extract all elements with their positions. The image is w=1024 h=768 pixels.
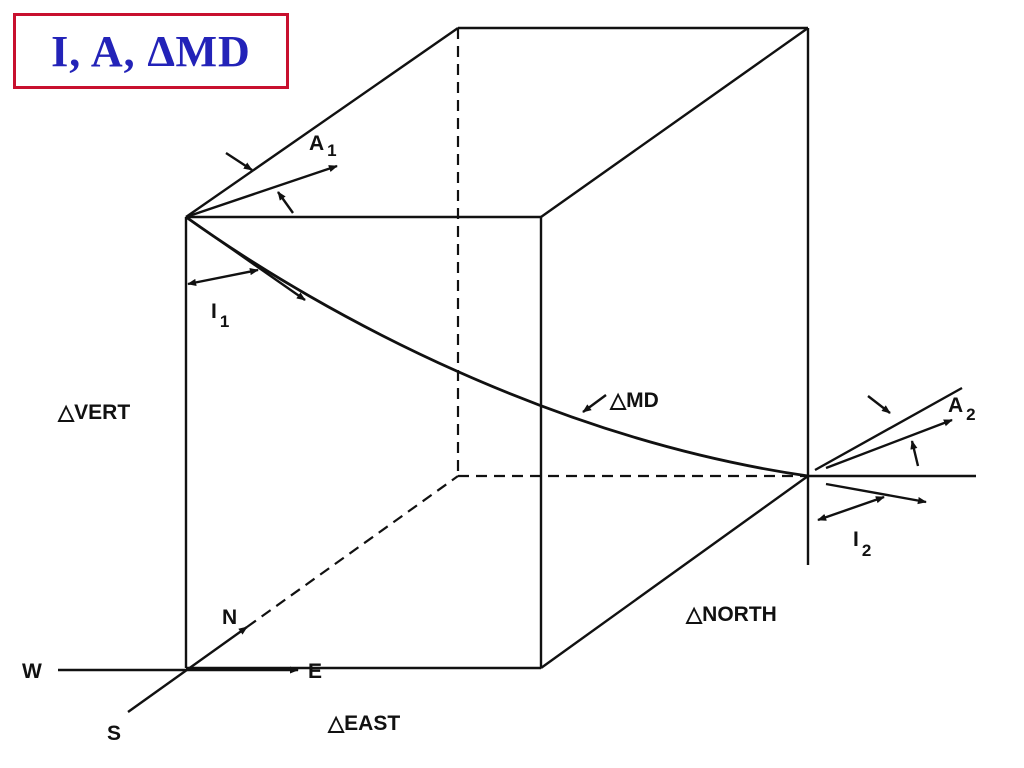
- edge-top-left: [185, 27, 459, 218]
- compass-axes: [58, 626, 299, 713]
- slide-title: I, A, ∆MD: [51, 26, 251, 76]
- a2-angle-arrow: [910, 440, 920, 467]
- edge-top-right: [540, 27, 809, 218]
- label-west: W: [22, 660, 42, 683]
- station1-vectors: [185, 151, 338, 301]
- cube-edges: [184, 26, 810, 670]
- station2-azimuth-reference: [814, 386, 963, 472]
- a2-direction-arrow: [825, 418, 953, 470]
- label-north: N: [222, 606, 237, 629]
- label-east: E: [308, 660, 322, 683]
- title-box: I, A, ∆MD: [13, 13, 289, 89]
- a1-angle-arrow: [277, 191, 294, 214]
- station2-vectors: [582, 394, 953, 522]
- label-delta-north: △NORTH: [685, 603, 777, 626]
- i2-angle-arrow: [817, 495, 885, 522]
- i2-direction-arrow: [825, 482, 927, 505]
- md-pointer-arrow: [582, 394, 607, 413]
- label-delta-md: △MD: [609, 389, 659, 412]
- label-south: S: [107, 722, 121, 745]
- edge-bottom-right: [540, 475, 809, 669]
- label-delta-vert: △VERT: [57, 401, 130, 424]
- a1-direction-arrow: [185, 164, 338, 219]
- a2-pointer-arrow: [867, 395, 891, 414]
- hidden-edge-left-bottom: [246, 475, 459, 628]
- i1-direction-arrow: [185, 216, 306, 301]
- hidden-edges: [246, 28, 808, 628]
- label-delta-east: △EAST: [327, 712, 400, 735]
- wellbore-path-md: [185, 215, 809, 478]
- a1-pointer-arrow: [225, 151, 253, 172]
- south-north-arrow: [127, 626, 248, 713]
- i1-angle-arrow: [187, 268, 259, 286]
